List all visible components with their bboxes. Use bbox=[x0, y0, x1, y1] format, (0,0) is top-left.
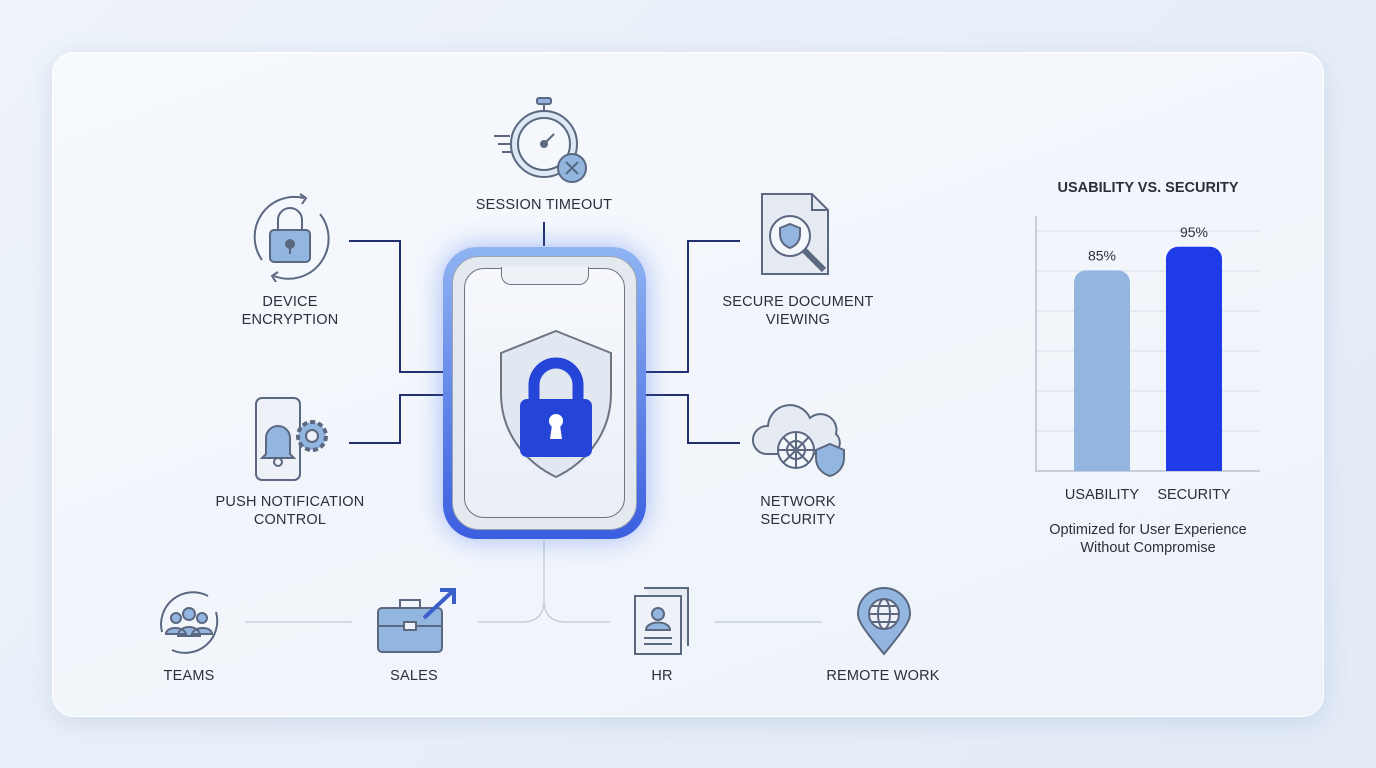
category-label: USABILITY bbox=[1065, 487, 1139, 503]
connector-device-encryption bbox=[349, 240, 443, 373]
connector-secure-document bbox=[646, 240, 740, 373]
cloud-web-shield-icon bbox=[751, 404, 845, 478]
stopwatch-icon bbox=[494, 97, 587, 183]
department-hr: HR bbox=[651, 668, 673, 684]
document-search-icon bbox=[761, 193, 829, 275]
briefcase-growth-icon bbox=[377, 588, 456, 653]
chart-title: USABILITY VS. SECURITY bbox=[1057, 180, 1239, 196]
department-remote-work: REMOTE WORK bbox=[826, 668, 940, 684]
department-sales: SALES bbox=[390, 668, 438, 684]
data-label: 85% bbox=[1088, 247, 1116, 263]
connector-network-security bbox=[646, 394, 740, 444]
central-phone bbox=[443, 247, 646, 539]
phone-bell-gear-icon bbox=[255, 397, 328, 481]
connector-departments bbox=[478, 540, 610, 623]
data-label: 95% bbox=[1180, 224, 1208, 240]
lock-refresh-icon bbox=[253, 193, 330, 282]
teams-icon bbox=[160, 591, 219, 654]
hr-document-icon bbox=[634, 587, 689, 655]
chart-axis bbox=[1035, 216, 1260, 472]
connector-push-notification bbox=[349, 394, 443, 444]
feature-session-timeout: SESSION TIMEOUT bbox=[475, 197, 613, 213]
bar-usability bbox=[1074, 270, 1130, 471]
shield-lock-icon bbox=[500, 329, 612, 479]
phone-notch bbox=[500, 267, 589, 285]
category-label: SECURITY bbox=[1157, 487, 1231, 503]
bar-chart: 85% USABILITY 95% SECURITY bbox=[1035, 216, 1260, 503]
department-teams: TEAMS bbox=[163, 668, 215, 684]
bar-security bbox=[1166, 246, 1222, 471]
location-globe-icon bbox=[856, 587, 912, 656]
